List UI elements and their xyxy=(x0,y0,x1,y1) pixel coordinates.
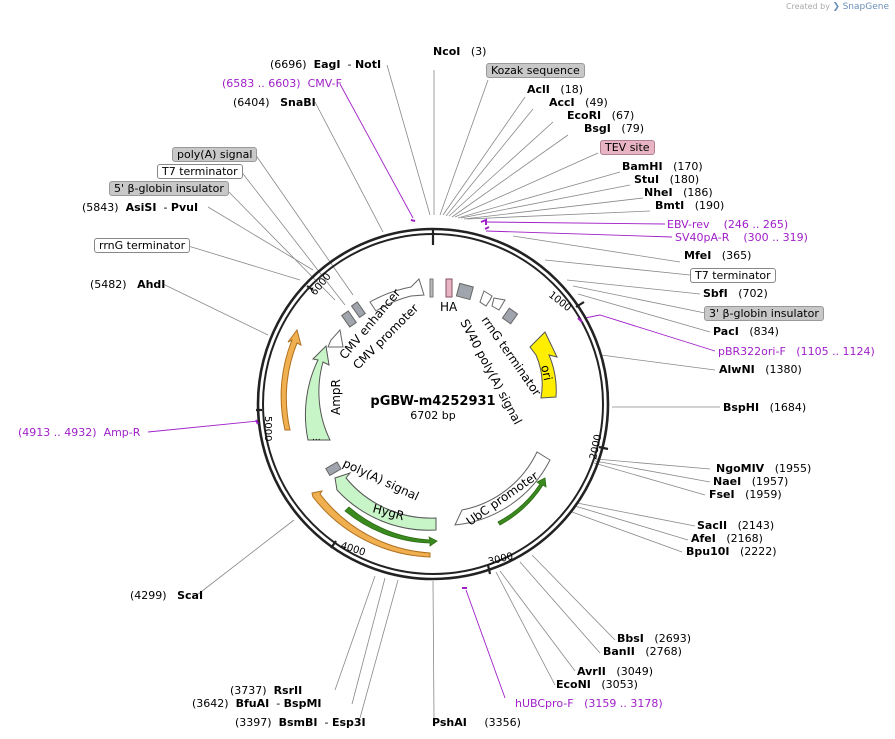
site-naei: NaeI (1957) xyxy=(713,475,789,488)
site-paci: PacI (834) xyxy=(713,325,779,338)
site-sacii: SacII (2143) xyxy=(697,519,775,532)
ampr-ellipsis: ... xyxy=(312,433,321,443)
feature-box-t7-left: T7 terminator xyxy=(157,164,243,179)
ori-arrow xyxy=(529,331,558,399)
primer-ebv-rev: EBV-rev (246 .. 265) xyxy=(667,218,789,231)
site-rsrii: (3737) RsrII xyxy=(230,684,303,697)
feature-box-5-globin: 5' β-globin insulator xyxy=(109,181,229,196)
rrng-terminator-arrow xyxy=(479,290,493,307)
site-ecori: EcoRI (67) xyxy=(567,109,635,122)
unlabeled-grey-mark xyxy=(325,461,342,477)
feature-box-rrng: rrnG terminator xyxy=(94,238,191,253)
kozak-mark xyxy=(429,278,434,298)
hygr-arrow xyxy=(334,471,437,531)
beta-globin-insulator-5-mark xyxy=(341,310,357,328)
ha-label: HA xyxy=(440,300,458,314)
site-bamhi: BamHI (170) xyxy=(622,160,703,173)
poly-a-signal-mark xyxy=(350,301,366,319)
feature-box-3-globin: 3' β-globin insulator xyxy=(704,306,824,321)
site-avrii: AvrII (3049) xyxy=(577,665,653,678)
site-sbfi: SbfI (702) xyxy=(703,287,768,300)
site-alwni: AlwNI (1380) xyxy=(719,363,802,376)
primer-cmv-f: (6583 .. 6603) CMV-F xyxy=(222,77,342,90)
hygr-orange-arrow xyxy=(311,490,431,558)
primer-pbr322ori-f: pBR322ori-F (1105 .. 1124) xyxy=(718,345,875,358)
ruler-ticks xyxy=(256,229,609,575)
site-eagi-noti: (6696) EagI - NotI xyxy=(270,58,382,71)
site-fsei: FseI (1959) xyxy=(709,488,782,501)
ampr-label: AmpR xyxy=(329,379,343,415)
primer-connector-lines xyxy=(147,83,716,699)
feature-arrows xyxy=(280,278,558,558)
site-scai: (4299) ScaI xyxy=(130,589,204,602)
cmv-promoter-arrow xyxy=(327,328,344,348)
primer-hubcpro-f: hUBCpro-F (3159 .. 3178) xyxy=(515,697,663,710)
site-bfuai-bspmi: (3642) BfuAI - BspMI xyxy=(192,697,322,710)
ampr-orange-arrow xyxy=(280,328,302,431)
site-ngomiv: NgoMIV (1955) xyxy=(716,462,812,475)
site-bsphi: BspHI (1684) xyxy=(723,401,807,414)
hygr-inner-arrow xyxy=(344,506,438,547)
ruler-label-5000: 5000 xyxy=(262,416,273,441)
site-bpu10i: Bpu10I (2222) xyxy=(686,545,777,558)
site-banii: BanII (2768) xyxy=(603,645,682,658)
primer-marks xyxy=(255,218,583,589)
site-bsmbi-esp3i: (3397) BsmBI - Esp3I xyxy=(235,716,366,729)
snapgene-watermark: Created by ❯ SnapGene xyxy=(786,2,889,12)
site-bmti: BmtI (190) xyxy=(655,199,725,212)
feature-box-kozak: Kozak sequence xyxy=(486,63,585,78)
cmv-enhancer-arrow xyxy=(369,278,425,312)
feature-box-polya: poly(A) signal xyxy=(172,147,258,162)
t7-terminator-mark xyxy=(455,282,474,301)
site-acci: AccI (49) xyxy=(549,96,608,109)
plasmid-title: pGBW-m4252931 6702 bp xyxy=(370,394,495,422)
plasmid-name: pGBW-m4252931 xyxy=(370,394,495,409)
site-mfei: MfeI (365) xyxy=(684,249,752,262)
site-bsgi: BsgI (79) xyxy=(584,122,644,135)
primer-amp-r: (4913 .. 4932) Amp-R xyxy=(18,426,141,439)
site-snabi: (6404) SnaBI xyxy=(233,96,316,109)
feature-box-t7-right: T7 terminator xyxy=(690,268,776,283)
ruler-label-2000: 2000 xyxy=(588,433,604,460)
plasmid-length: 6702 bp xyxy=(410,409,455,422)
site-asisi-pvui: (5843) AsiSI - PvuI xyxy=(82,201,199,214)
site-stui: StuI (180) xyxy=(634,173,700,186)
site-bbsi: BbsI (2693) xyxy=(617,632,691,645)
ampr-arrow xyxy=(304,344,331,441)
snapgene-logo-icon: ❯ xyxy=(832,2,841,12)
ori-label: ori xyxy=(538,364,555,382)
site-ncoi: NcoI (3) xyxy=(433,45,487,58)
beta-globin-insulator-3-mark xyxy=(501,307,519,325)
ha-tag-mark xyxy=(445,278,453,298)
site-acli: AclI (18) xyxy=(527,83,583,96)
site-afei: AfeI (2168) xyxy=(691,532,763,545)
watermark-created-by: Created by xyxy=(785,2,830,11)
site-nhei: NheI (186) xyxy=(644,186,713,199)
site-pshai: PshAI (3356) xyxy=(432,716,521,729)
site-econi: EcoNI (3053) xyxy=(556,678,638,691)
sv40-arrow xyxy=(491,297,506,311)
ubc-promoter-arrow xyxy=(454,451,551,526)
primer-sv40pa-r: SV40pA-R (300 .. 319) xyxy=(675,231,808,244)
feature-box-tev: TEV site xyxy=(600,140,655,155)
watermark-brand: SnapGene xyxy=(842,2,889,12)
ubc-inner-arrow xyxy=(497,477,547,526)
site-ahdi: (5482) AhdI xyxy=(90,278,166,291)
ruler-label-4000: 4000 xyxy=(339,540,367,558)
